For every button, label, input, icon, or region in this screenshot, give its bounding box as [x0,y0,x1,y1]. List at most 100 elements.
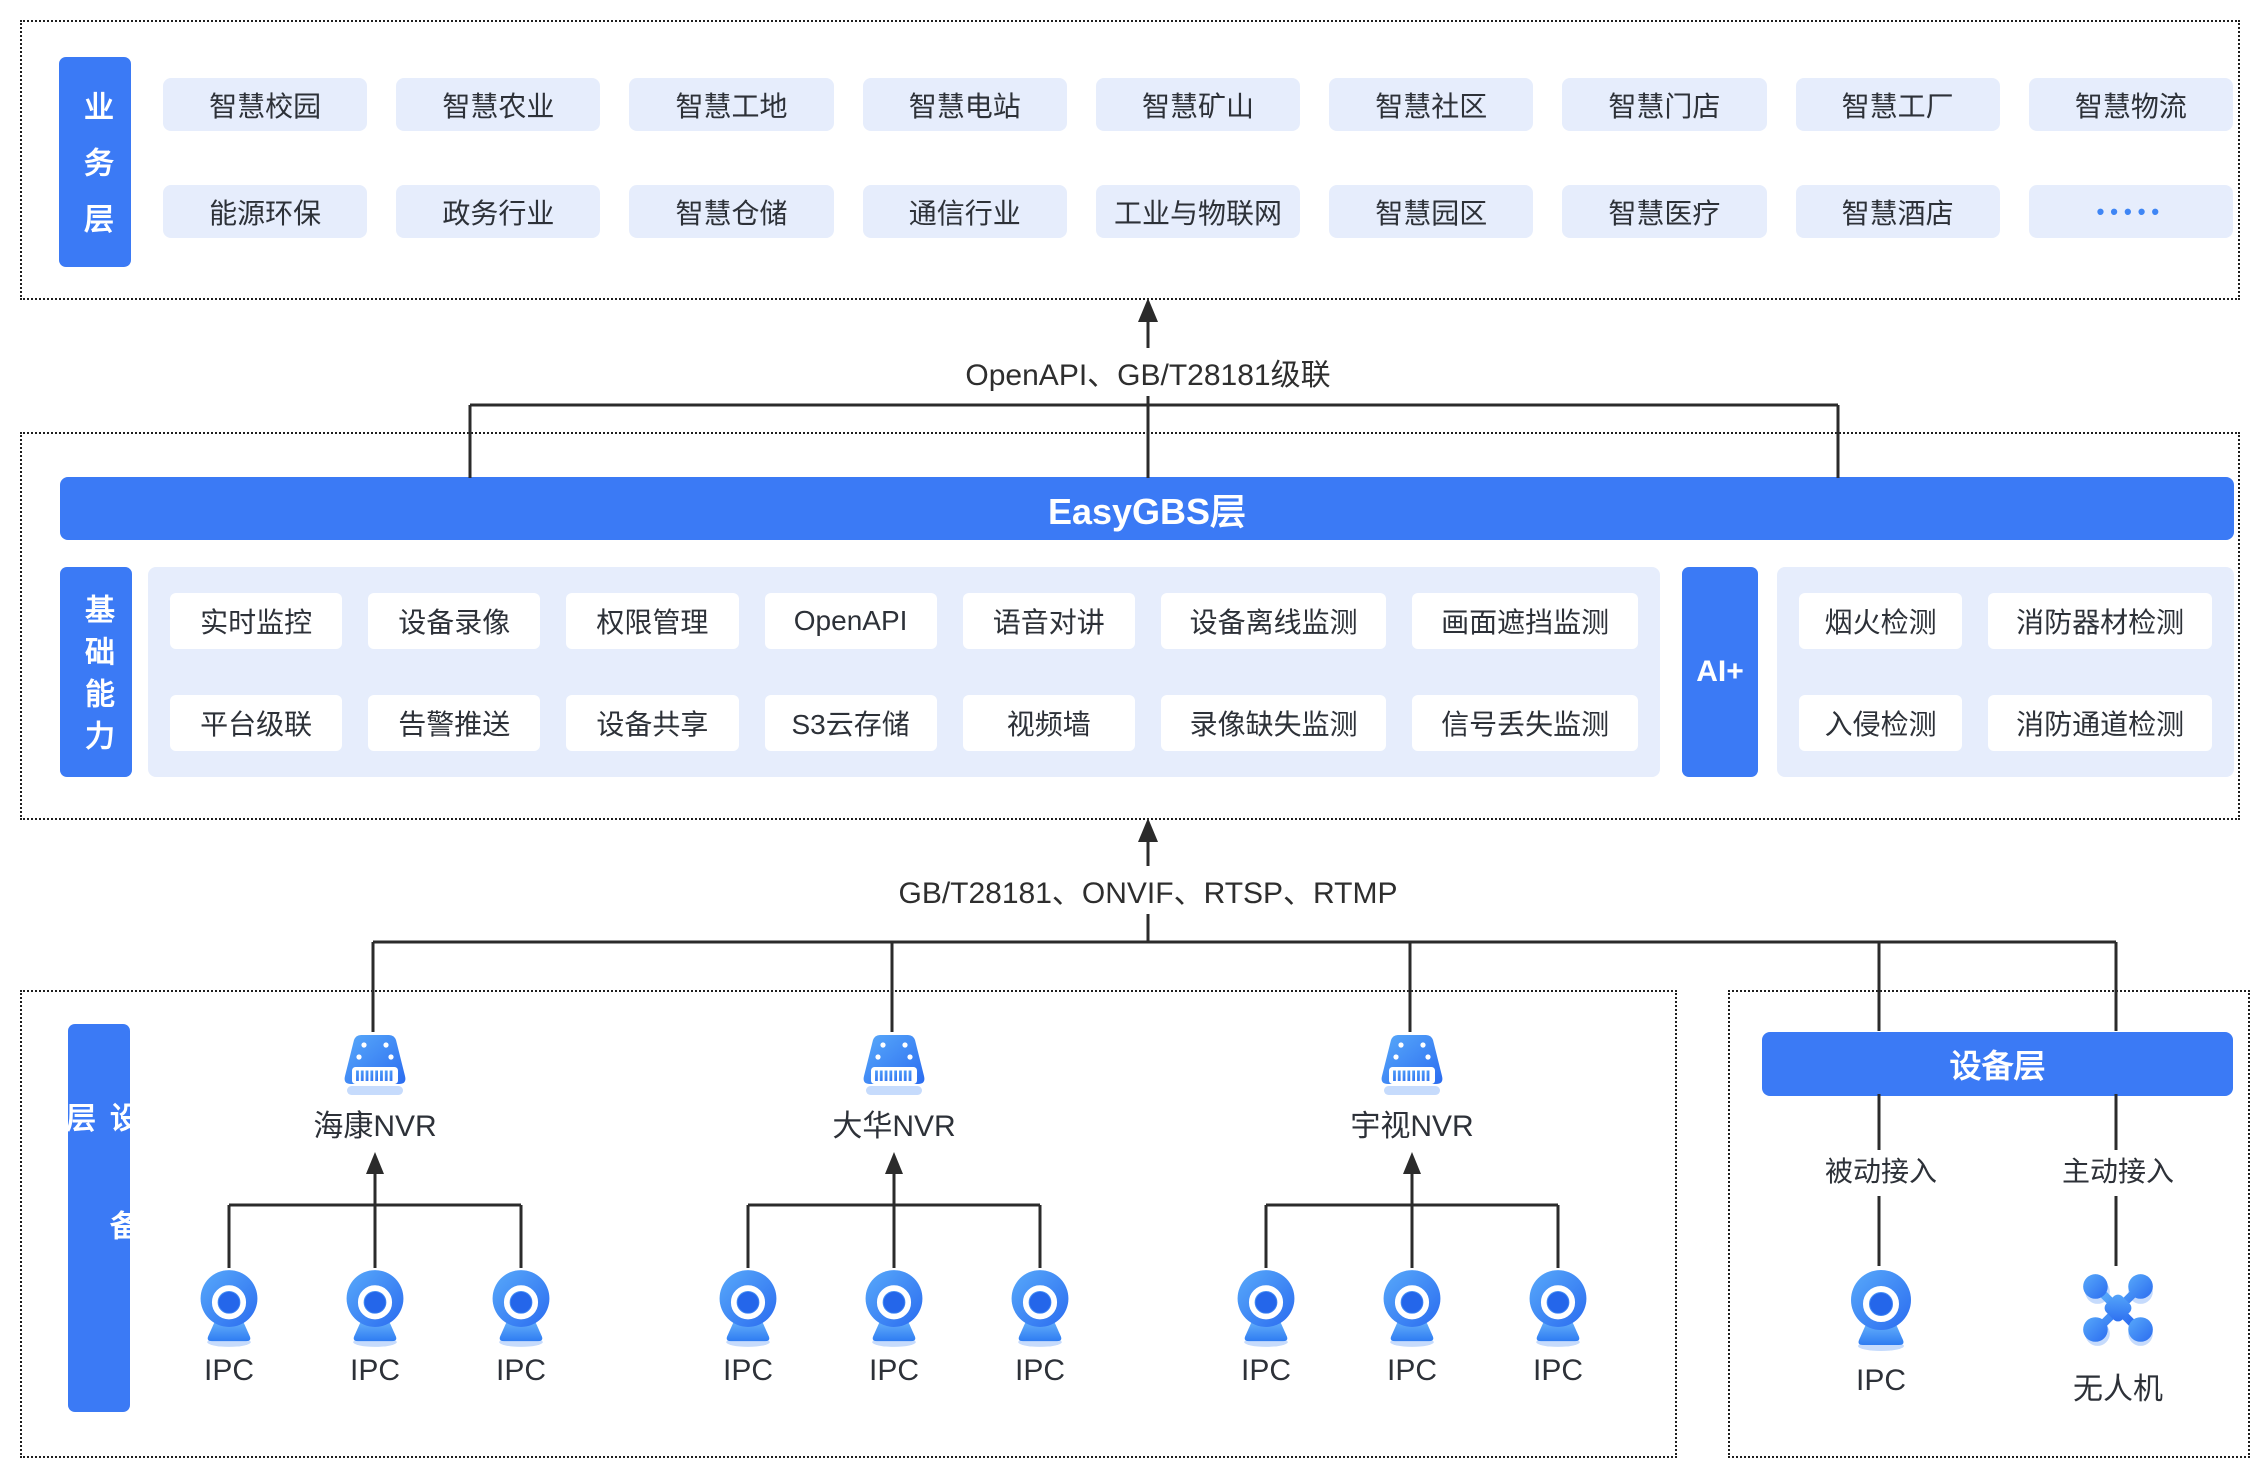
capability-chip: 画面遮挡监测 [1412,593,1638,649]
ipc-row: IPC IPC [1212,1268,1612,1388]
ipc-camera-icon [1383,1270,1441,1347]
nvr-name: 宇视NVR [1350,1110,1474,1143]
ipc-camera-icon [1529,1270,1587,1347]
capability-chip: 信号丢失监测 [1412,695,1638,751]
capability-chip: 语音对讲 [962,593,1135,649]
nvr-ipc-connector [746,1152,1042,1268]
business-chip: 能源环保 [163,185,368,238]
business-layer-label: 业务层 [59,57,131,267]
device-name: IPC [1855,1364,1906,1397]
ipc-label: IPC [1532,1354,1583,1387]
ai-row-2: 入侵检测消防通道检测 [1799,695,2212,751]
business-chip: 智慧电站 [862,78,1067,131]
business-chip-grid: 智慧校园智慧农业智慧工地智慧电站智慧矿山智慧社区智慧门店智慧工厂智慧物流 能源环… [163,78,2233,238]
ipc-camera: IPC [840,1268,948,1388]
capability-row-2: 平台级联告警推送设备共享 S3云存储视频墙录像缺失监测信号丢失监测 [170,695,1638,751]
business-chip: 工业与物联网 [1095,185,1301,238]
capability-chip: OpenAPI [764,593,937,649]
ipc-label: IPC [1386,1354,1437,1387]
business-chip: 智慧社区 [1329,78,1534,131]
business-chip-row-1: 智慧校园智慧农业智慧工地智慧电站智慧矿山智慧社区智慧门店智慧工厂智慧物流 [163,78,2233,131]
ipc-label: IPC [495,1354,546,1387]
capability-chip: 实时监控 [170,593,343,649]
ipc-camera-icon [200,1270,258,1347]
capability-chip: 设备录像 [368,593,541,649]
drone-icon [2083,1274,2153,1346]
nvr-icon [344,1035,406,1095]
ipc-label: IPC [722,1354,773,1387]
business-chip: ••••• [2028,185,2233,238]
access-mode-label: 被动接入 [1818,1150,1943,1190]
ipc-row: IPC IPC [175,1268,575,1388]
device-name: 无人机 [2073,1373,2163,1406]
device-layer-banner: 设备层 [1762,1032,2233,1096]
connector-label-bottom: GB/T28181、ONVIF、RTSP、RTMP [882,866,1414,914]
business-layer-box: 业务层 智慧校园智慧农业智慧工地智慧电站智慧矿山智慧社区智慧门店智慧工厂智慧物流… [20,20,2240,300]
ipc-camera-icon [346,1270,404,1347]
ipc-camera: IPC [175,1268,283,1388]
business-chip: 智慧园区 [1329,185,1534,238]
nvr-icon [1381,1035,1443,1095]
ipc-camera: IPC [321,1268,429,1388]
business-chip: 智慧工地 [629,78,834,131]
ipc-camera: IPC [467,1268,575,1388]
ipc-camera-icon [1237,1270,1295,1347]
business-chip: 智慧矿山 [1095,78,1301,131]
nvr-group: 海康NVR [175,1032,575,1388]
capability-chip: 平台级联 [170,695,343,751]
ipc-label: IPC [203,1354,254,1387]
ipc-label: IPC [349,1354,400,1387]
ai-capability-chip: 烟火检测 [1799,593,1963,649]
business-chip-row-2: 能源环保政务行业智慧仓储通信行业工业与物联网智慧园区智慧医疗智慧酒店••••• [163,185,2233,238]
nvr-ipc-connector [227,1152,523,1268]
nvr-ipc-connector [1264,1152,1560,1268]
nvr-groups: 海康NVR [22,992,1675,1456]
ai-capability-chip: 入侵检测 [1799,695,1963,751]
ipc-camera: IPC [986,1268,1094,1388]
access-mode-label: 主动接入 [2055,1150,2180,1190]
ipc-camera-icon [1011,1270,1069,1347]
business-chip: 政务行业 [396,185,601,238]
capability-chip: 权限管理 [566,593,739,649]
capability-chip: 告警推送 [368,695,541,751]
business-chip: 智慧医疗 [1562,185,1767,238]
ipc-camera: IPC [1212,1268,1320,1388]
ai-capability-chip: 消防通道检测 [1988,695,2212,751]
ipc-label: IPC [1240,1354,1291,1387]
ipc-camera: IPC [1358,1268,1466,1388]
business-chip: 智慧仓储 [629,185,834,238]
business-chip: 通信行业 [862,185,1067,238]
ai-capability-panel: 烟火检测消防器材检测 入侵检测消防通道检测 [1777,567,2234,777]
nvr-name: 海康NVR [313,1110,437,1143]
ipc-camera: IPC [694,1268,802,1388]
ai-row-1: 烟火检测消防器材检测 [1799,593,2212,649]
easygbs-banner: EasyGBS层 [60,477,2234,540]
ipc-label: IPC [868,1354,919,1387]
nvr-group: 大华NVR [694,1032,1094,1388]
ipc-camera-icon [719,1270,777,1347]
ipc-camera-icon [1851,1270,1911,1351]
capability-chip: 设备共享 [566,695,739,751]
ipc-camera-icon [865,1270,923,1347]
ipc-label: IPC [1014,1354,1065,1387]
business-chip: 智慧校园 [163,78,368,131]
access-panel-box: 设备层 被动接入 IPC 主动接入 [1728,990,2250,1458]
ipc-row: IPC IPC [694,1268,1094,1388]
nvr-name: 大华NVR [832,1110,956,1143]
nvr-icon [863,1035,925,1095]
ai-capability-chip: 消防器材检测 [1988,593,2212,649]
capability-chip: 视频墙 [962,695,1135,751]
business-chip: 智慧农业 [396,78,601,131]
connector-label-top: OpenAPI、GB/T28181级联 [949,348,1347,396]
business-chip: 智慧门店 [1562,78,1767,131]
ipc-camera: IPC [1504,1268,1612,1388]
business-chip: 智慧工厂 [1795,78,2000,131]
capability-chip: S3云存储 [764,695,937,751]
capability-chip: 录像缺失监测 [1160,695,1387,751]
business-chip: 智慧物流 [2028,78,2233,131]
ai-plus-label: AI+ [1682,567,1758,777]
